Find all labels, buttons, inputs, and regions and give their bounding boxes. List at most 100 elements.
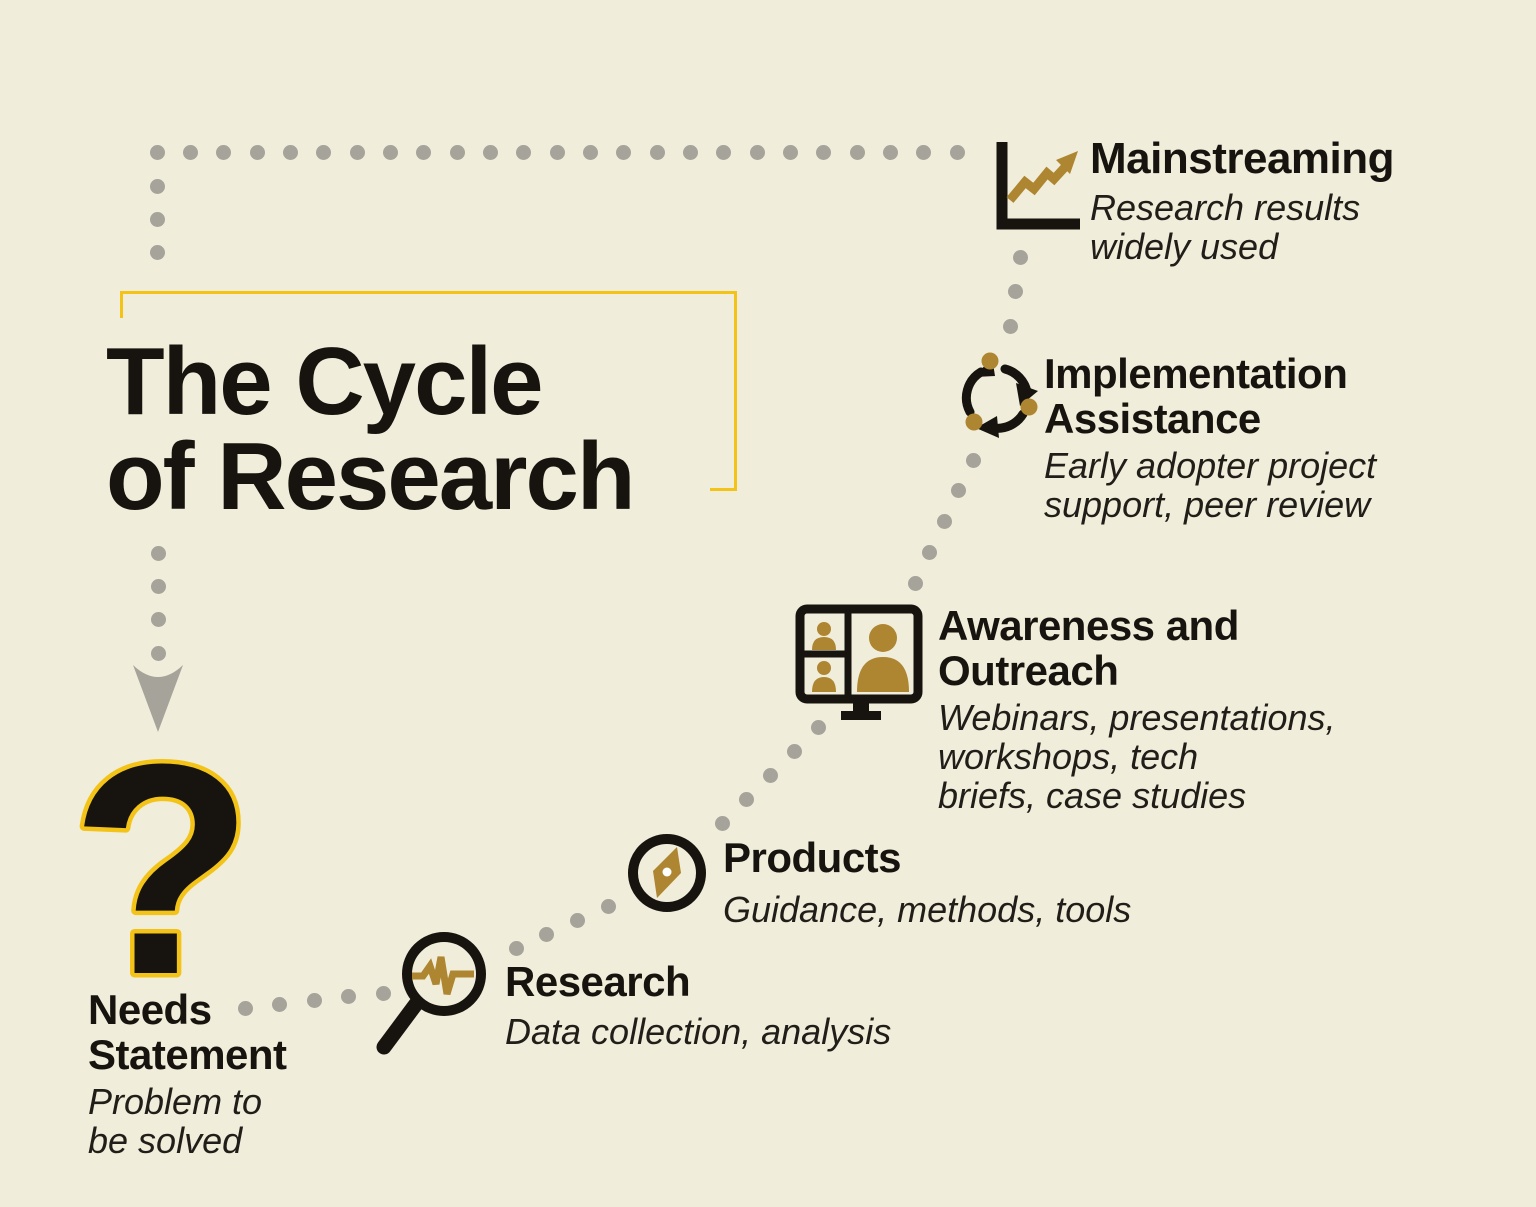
path-dot — [150, 612, 166, 628]
stage-title-line: Mainstreaming — [1090, 134, 1395, 183]
stage-subtitle-line: Early adopter project — [1044, 445, 1377, 486]
stage-subtitle-line: workshops, tech — [938, 736, 1199, 778]
path-dot — [508, 940, 524, 956]
path-dot — [849, 144, 865, 160]
question-mark-icon: ? — [66, 735, 258, 990]
path-dot — [282, 144, 298, 160]
stage-subtitle-mainstreaming: Research results widely used — [1090, 187, 1361, 268]
stage-title-needs-statement: Needs Statement — [88, 986, 287, 1078]
stage-title-mainstreaming: Mainstreaming — [1090, 134, 1395, 183]
title-bracket-bottom-tick — [710, 488, 737, 491]
path-dot — [149, 244, 165, 260]
stage-subtitle-line: be solved — [88, 1120, 243, 1162]
path-dot — [539, 926, 555, 942]
path-dot — [150, 545, 166, 561]
stage-title-line: Assistance — [1044, 394, 1261, 442]
stage-subtitle-needs-statement: Problem to be solved — [88, 1081, 263, 1162]
path-dot — [549, 144, 565, 160]
path-dot — [582, 144, 598, 160]
path-dot — [738, 791, 754, 807]
stage-subtitle-research: Data collection, analysis — [505, 1012, 891, 1051]
path-dot — [341, 989, 356, 1005]
stage-subtitle-line: widely used — [1090, 226, 1279, 268]
page-title-line1: The Cycle — [106, 328, 544, 435]
path-dot — [649, 144, 665, 160]
cycle-arrows-icon — [961, 352, 1038, 438]
path-dot — [922, 544, 937, 560]
stage-title-line: Statement — [88, 1030, 287, 1078]
path-dot — [149, 144, 165, 160]
path-dot — [150, 645, 166, 661]
stage-title-products: Products — [723, 834, 902, 881]
title-bracket-right — [734, 291, 737, 491]
path-dot — [882, 144, 898, 160]
stage-subtitle-line: Guidance, methods, tools — [723, 889, 1132, 930]
stage-subtitle-products: Guidance, methods, tools — [723, 890, 1131, 929]
path-dot — [810, 719, 826, 735]
stage-subtitle-line: Data collection, analysis — [505, 1011, 892, 1052]
path-dot — [150, 578, 166, 594]
title-bracket-left-stub — [120, 291, 123, 318]
path-dot — [949, 144, 965, 160]
path-dot — [249, 144, 265, 160]
stage-title-implementation-assistance: Implementation Assistance — [1044, 350, 1348, 442]
path-dot — [216, 144, 232, 160]
path-dot — [316, 144, 332, 160]
stage-subtitle-line: Research results — [1090, 187, 1361, 228]
path-dot — [149, 211, 165, 227]
path-dot — [762, 767, 778, 783]
path-dot — [749, 144, 765, 160]
path-dot — [916, 144, 932, 160]
path-dot — [349, 144, 365, 160]
stage-title-line: Research — [505, 958, 691, 1005]
path-dot — [272, 996, 287, 1012]
stage-subtitle-line: Webinars, presentations, — [938, 697, 1336, 738]
page-title: The Cycle of Research — [106, 328, 636, 531]
path-dot — [816, 144, 832, 160]
stage-subtitle-awareness-outreach: Webinars, presentations, workshops, tech… — [938, 698, 1336, 816]
stage-title-line: Awareness and — [938, 602, 1239, 649]
magnifier-pulse-icon — [376, 932, 486, 1055]
path-dot — [569, 912, 585, 928]
down-arrow-icon — [133, 665, 183, 732]
growth-chart-icon — [996, 142, 1080, 230]
path-dot — [482, 144, 498, 160]
stage-title-line: Needs — [88, 986, 212, 1033]
path-dot — [786, 743, 802, 759]
stage-title-research: Research — [505, 958, 691, 1005]
video-call-monitor-icon — [795, 604, 923, 720]
path-dot — [182, 144, 198, 160]
path-dot — [306, 993, 322, 1008]
path-dot — [149, 178, 165, 194]
path-dot — [382, 144, 398, 160]
path-dot — [375, 985, 391, 1001]
path-dot — [936, 514, 952, 529]
question-mark-glyph: ? — [70, 735, 253, 990]
compass-icon — [628, 834, 706, 912]
page-title-line2: of Research — [106, 423, 636, 531]
stage-title-line: Products — [723, 834, 902, 881]
stage-subtitle-line: support, peer review — [1044, 484, 1371, 526]
path-dot — [965, 452, 981, 468]
path-dot — [1012, 249, 1028, 265]
path-dot — [682, 144, 698, 160]
stage-subtitle-line: briefs, case studies — [938, 775, 1247, 817]
path-dot — [716, 144, 732, 160]
path-dot — [600, 898, 616, 914]
path-dot — [782, 144, 798, 160]
path-dot — [714, 815, 730, 831]
stage-title-line: Outreach — [938, 646, 1119, 694]
stage-subtitle-line: Problem to — [88, 1081, 263, 1122]
stage-title-line: Implementation — [1044, 350, 1348, 397]
path-dot — [907, 575, 923, 591]
path-dot — [516, 144, 532, 160]
stage-title-awareness-outreach: Awareness and Outreach — [938, 602, 1239, 694]
title-bracket-top — [120, 291, 737, 294]
path-dot — [237, 1000, 253, 1016]
stage-subtitle-implementation-assistance: Early adopter project support, peer revi… — [1044, 445, 1377, 526]
path-dot — [1007, 284, 1023, 299]
path-dot — [416, 144, 432, 160]
path-dot — [449, 144, 465, 160]
path-dot — [1002, 318, 1018, 334]
